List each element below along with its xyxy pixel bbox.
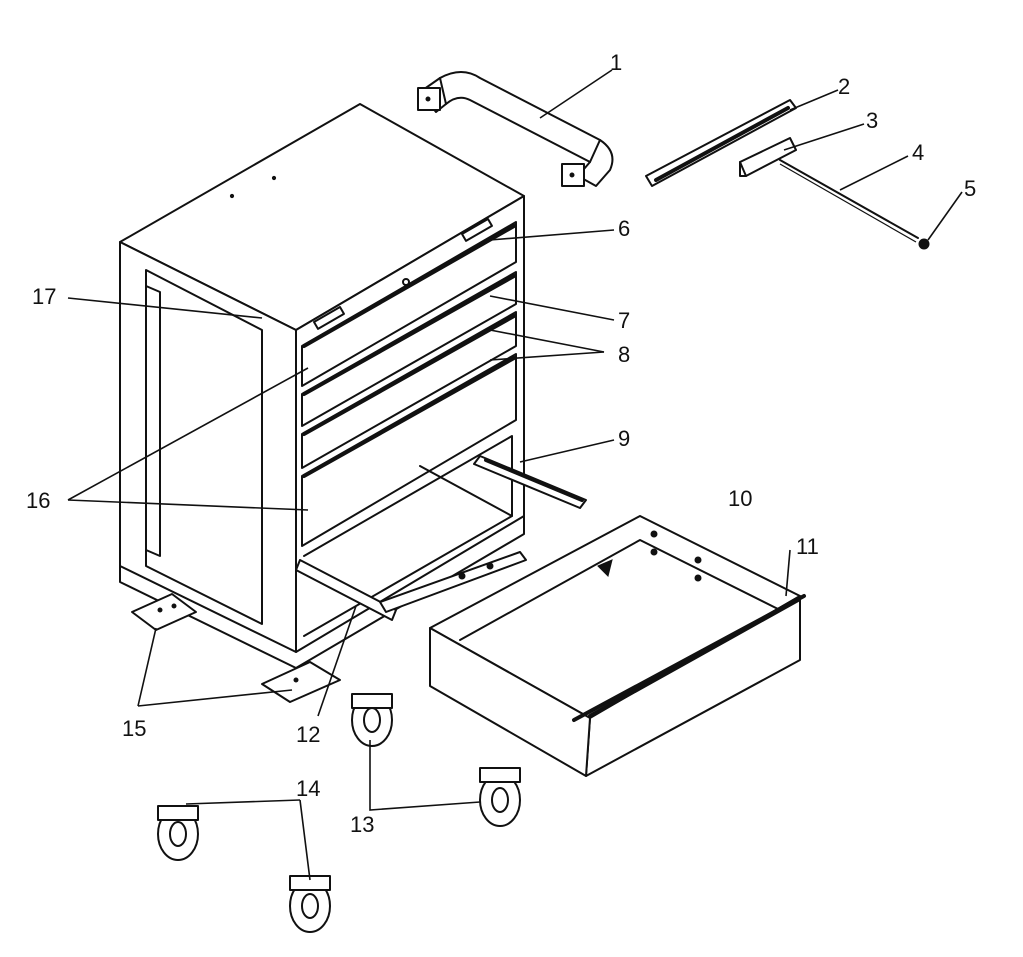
callout-12: 12 — [296, 722, 320, 747]
part-15-caster-plates — [131, 593, 341, 703]
part-3-lock-bracket — [739, 137, 797, 177]
callout-7: 7 — [618, 308, 630, 333]
part-2-rail — [645, 99, 797, 187]
callout-4: 4 — [912, 140, 924, 165]
callout-14: 14 — [296, 776, 320, 801]
part-9-drawer-slide — [473, 455, 587, 509]
callout-13: 13 — [350, 812, 374, 837]
callout-1: 1 — [610, 50, 622, 75]
callout-16: 16 — [26, 488, 50, 513]
cabinet-body — [119, 103, 525, 669]
callout-15: 15 — [122, 716, 146, 741]
callout-17: 17 — [32, 284, 56, 309]
callout-9: 9 — [618, 426, 630, 451]
callout-6: 6 — [618, 216, 630, 241]
callout-3: 3 — [866, 108, 878, 133]
part-1-handle — [417, 71, 614, 187]
callout-2: 2 — [838, 74, 850, 99]
part-11-drawer-rail — [572, 594, 806, 722]
callout-5: 5 — [964, 176, 976, 201]
part-4-lock-rod — [779, 159, 919, 243]
leader-lines — [67, 69, 963, 881]
part-13-caster-rear — [351, 693, 393, 747]
callout-11: 11 — [796, 534, 819, 559]
callout-labels: 1 2 3 4 5 6 7 8 9 10 11 12 13 14 15 16 1… — [26, 50, 976, 837]
part-5-nut — [918, 238, 930, 250]
part-13-caster-front — [479, 767, 521, 827]
part-10-drawer — [429, 515, 801, 777]
callout-8: 8 — [618, 342, 630, 367]
part-14-caster-left-bottom — [289, 875, 331, 933]
part-14-caster-left-top — [157, 805, 199, 861]
callout-10: 10 — [728, 486, 752, 511]
part-12-base-slide — [295, 551, 527, 621]
